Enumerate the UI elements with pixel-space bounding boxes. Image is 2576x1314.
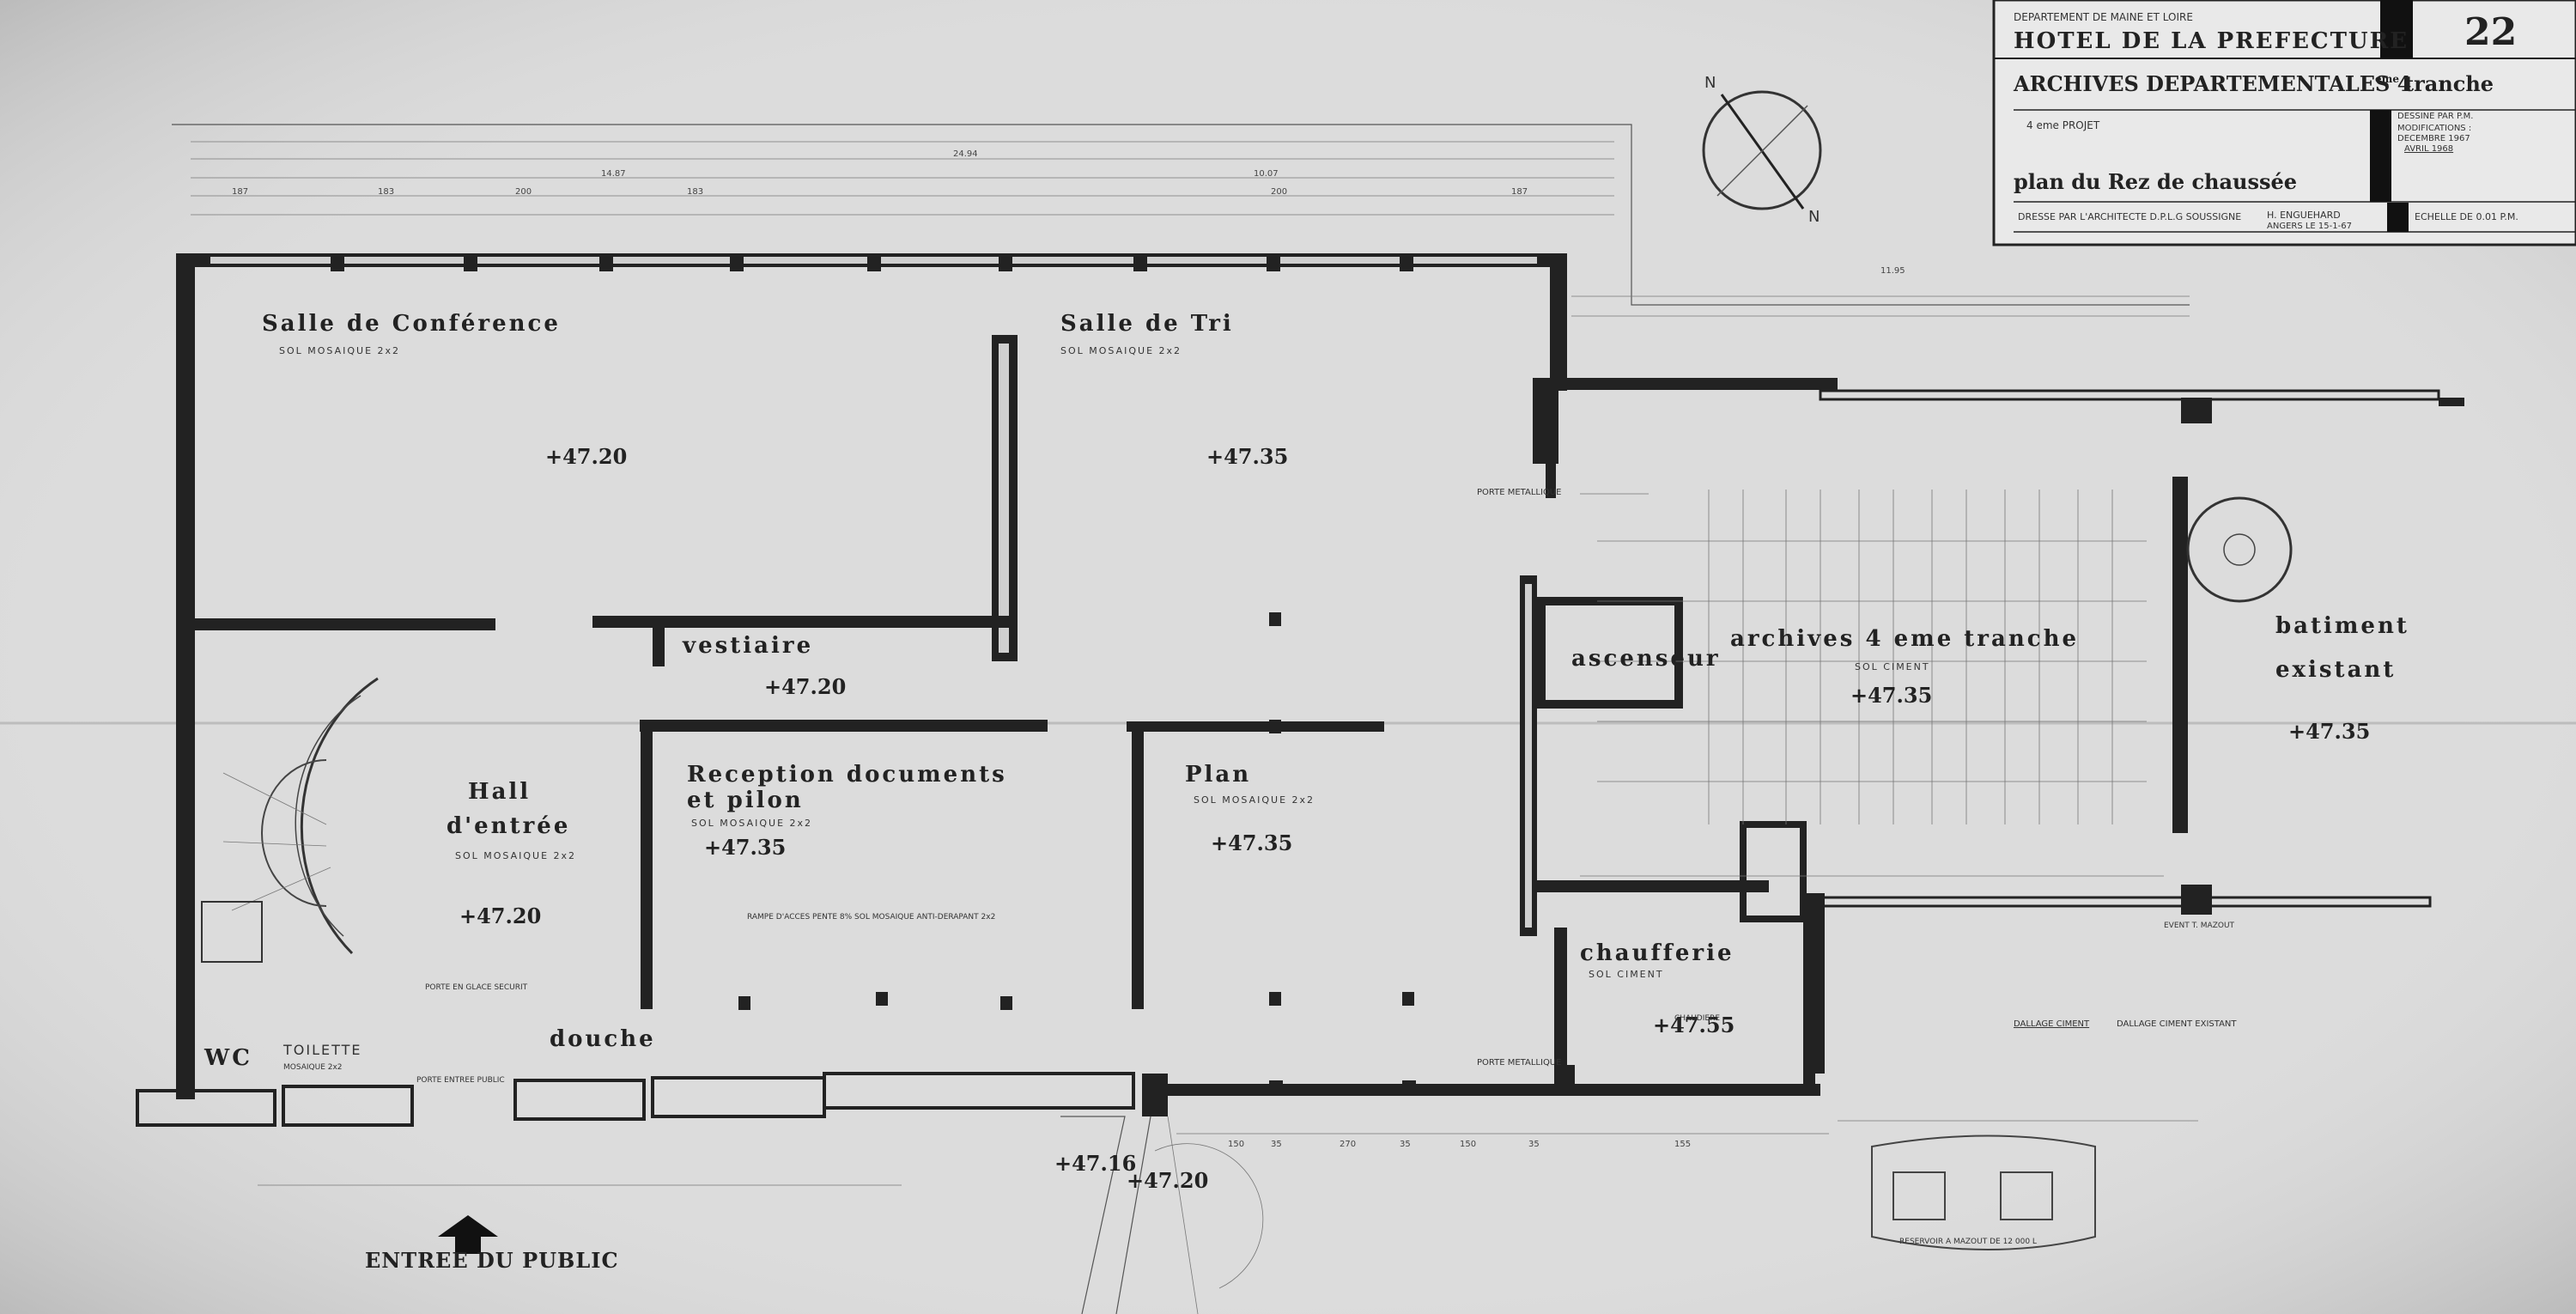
dim-bottom-3: 270 bbox=[1340, 1140, 1356, 1149]
room-elev-batiment: +47.35 bbox=[2288, 719, 2370, 744]
room-labels: Salle de Conférence SOL MOSAIQUE 2x2 +47… bbox=[204, 311, 2409, 1072]
dim-top-6: 187 bbox=[1511, 187, 1528, 197]
sheet-number: 22 bbox=[2464, 10, 2517, 54]
dim-bottom-6: 35 bbox=[1528, 1140, 1540, 1149]
note-porte-metallique: PORTE METALLIQUE bbox=[1477, 488, 1561, 497]
dim-top-1: 187 bbox=[232, 187, 248, 197]
dim-top-2: 183 bbox=[378, 187, 394, 197]
note-dallage-2: DALLAGE CIMENT EXISTANT bbox=[2117, 1019, 2237, 1029]
plan-title: plan du Rez de chaussée bbox=[2014, 169, 2297, 194]
room-name-chaufferie: chaufferie bbox=[1580, 940, 1735, 966]
architect-name: H. ENGUEHARD bbox=[2267, 210, 2341, 221]
spiral-stair-hall bbox=[201, 677, 379, 963]
dim-left-span: 14.87 bbox=[601, 169, 626, 179]
columns bbox=[331, 256, 1815, 1094]
outdoor-path bbox=[1060, 1116, 1264, 1314]
room-floor-hall: SOL MOSAIQUE 2x2 bbox=[455, 850, 576, 861]
room-floor-reception: SOL MOSAIQUE 2x2 bbox=[691, 818, 812, 829]
dim-total: 24.94 bbox=[953, 149, 978, 159]
phase-label: 4 eme PROJET bbox=[2026, 119, 2100, 131]
dim-bottom-1: 150 bbox=[1228, 1140, 1244, 1149]
room-floor-archives: SOL CIMENT bbox=[1855, 661, 1930, 672]
dim-top-4: 183 bbox=[687, 187, 703, 197]
room-name-ascenseur: ascenseur bbox=[1571, 646, 1721, 672]
room-elev-tri: +47.35 bbox=[1206, 444, 1288, 469]
note-porte-entree: PORTE ENTREE PUBLIC bbox=[416, 1076, 505, 1085]
room-name-hall-2: d'entrée bbox=[447, 813, 570, 839]
dim-bottom-5: 150 bbox=[1460, 1140, 1476, 1149]
archive-shelving bbox=[1580, 490, 2164, 877]
dim-bottom-7: 155 bbox=[1674, 1140, 1691, 1149]
note-reservoir: RESERVOIR A MAZOUT DE 12 000 L bbox=[1899, 1238, 2037, 1246]
room-name-douche: douche bbox=[550, 1026, 656, 1052]
room-elev-reception: +47.35 bbox=[704, 835, 786, 860]
note-dallage-1: DALLAGE CIMENT bbox=[2014, 1019, 2090, 1029]
compass-n-top: N bbox=[1704, 74, 1716, 92]
room-floor-tri: SOL MOSAIQUE 2x2 bbox=[1060, 345, 1182, 356]
room-elev-archives: +47.35 bbox=[1850, 683, 1932, 708]
bottom-dimension-lines: 150 35 270 35 150 35 155 bbox=[258, 1120, 2198, 1186]
north-compass: N N bbox=[1702, 74, 1822, 226]
room-floor-toilette: MOSAIQUE 2x2 bbox=[283, 1063, 343, 1072]
dim-bottom-4: 35 bbox=[1400, 1140, 1411, 1149]
room-name-conference: Salle de Conférence bbox=[262, 311, 561, 337]
room-elev-hall: +47.20 bbox=[459, 903, 541, 928]
room-floor-chaufferie: SOL CIMENT bbox=[1589, 969, 1664, 980]
dim-top-5: 200 bbox=[1271, 187, 1287, 197]
fuel-reservoir bbox=[1871, 1135, 2096, 1250]
department-label: DEPARTEMENT DE MAINE ET LOIRE bbox=[2014, 11, 2193, 23]
project-superscript: eme bbox=[2375, 73, 2399, 85]
annotations: PORTE METALLIQUE PORTE METALLIQUE RAMPE … bbox=[365, 488, 2237, 1273]
room-name-plan: Plan bbox=[1185, 762, 1251, 788]
room-name-toilette: TOILETTE bbox=[283, 1042, 361, 1058]
dim-right-total: 11.95 bbox=[1880, 266, 1905, 276]
modifications-label: MODIFICATIONS : bbox=[2397, 124, 2471, 133]
title-block: DEPARTEMENT DE MAINE ET LOIRE HOTEL DE L… bbox=[1992, 0, 2576, 246]
dim-right-span: 10.07 bbox=[1254, 169, 1279, 179]
room-name-batiment: batiment bbox=[2275, 613, 2409, 639]
dim-top-3: 200 bbox=[515, 187, 532, 197]
room-name-vestiaire: vestiaire bbox=[682, 633, 813, 659]
elev-outside-1: +47.16 bbox=[1054, 1151, 1136, 1176]
note-event: EVENT T. MAZOUT bbox=[2164, 922, 2235, 930]
elev-outside-2: +47.20 bbox=[1127, 1168, 1208, 1193]
note-porte-glace: PORTE EN GLACE SECURIT bbox=[425, 983, 528, 992]
dim-bottom-2: 35 bbox=[1271, 1140, 1282, 1149]
room-elev-plan: +47.35 bbox=[1211, 830, 1292, 855]
room-name-archives: archives 4 eme tranche bbox=[1730, 626, 2079, 652]
architect-label: DRESSE PAR L'ARCHITECTE D.P.L.G SOUSSIGN… bbox=[2018, 211, 2241, 222]
room-name-reception-2: et pilon bbox=[687, 788, 804, 813]
date-1: DECEMBRE 1967 bbox=[2397, 134, 2470, 143]
entrance-arrow-icon bbox=[438, 1215, 498, 1254]
room-name-tri: Salle de Tri bbox=[1060, 311, 1234, 337]
spiral-stair-existing bbox=[2186, 496, 2293, 603]
project-tail: tranche bbox=[2404, 71, 2494, 96]
scale-label: ECHELLE DE 0.01 P.M. bbox=[2415, 211, 2518, 222]
drawn-by: DESSINE PAR P.M. bbox=[2397, 112, 2473, 121]
room-name-hall: Hall bbox=[468, 779, 531, 805]
entrance-label: ENTREE DU PUBLIC bbox=[365, 1248, 619, 1273]
room-elev-conference: +47.20 bbox=[545, 444, 627, 469]
note-chaudiere: CHAUDIERE bbox=[1674, 1014, 1720, 1023]
room-floor-conference: SOL MOSAIQUE 2x2 bbox=[279, 345, 400, 356]
location-date: ANGERS LE 15-1-67 bbox=[2267, 222, 2352, 231]
room-floor-plan: SOL MOSAIQUE 2x2 bbox=[1194, 794, 1315, 806]
room-elev-chaufferie: +47.55 bbox=[1653, 1013, 1735, 1037]
building-label: HOTEL DE LA PREFECTURE bbox=[2014, 28, 2409, 54]
date-2: AVRIL 1968 bbox=[2404, 144, 2453, 154]
compass-n-bottom: N bbox=[1808, 208, 1820, 226]
room-name-reception: Reception documents bbox=[687, 762, 1007, 788]
note-rampe: RAMPE D'ACCES PENTE 8% SOL MOSAIQUE ANTI… bbox=[747, 913, 995, 922]
project-label: ARCHIVES DEPARTEMENTALES 4 bbox=[2013, 71, 2411, 96]
room-name-wc: WC bbox=[204, 1045, 252, 1071]
room-name-batiment-2: existant bbox=[2275, 657, 2396, 683]
room-elev-vestiaire: +47.20 bbox=[764, 674, 846, 699]
note-porte-metallique-2: PORTE METALLIQUE bbox=[1477, 1058, 1561, 1068]
top-dimension-lines: 24.94 14.87 10.07 11.95 187 183 200 183 … bbox=[172, 124, 2190, 317]
